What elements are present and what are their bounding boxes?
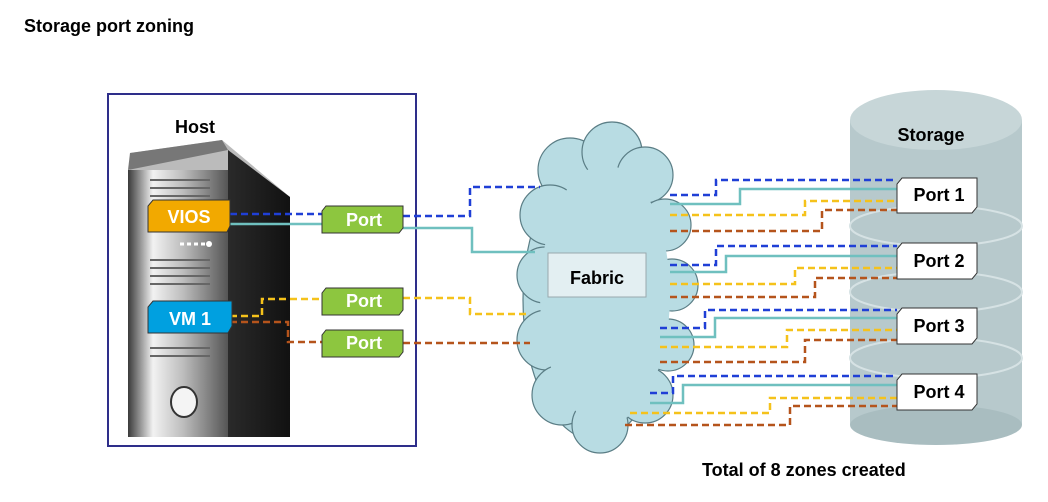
svg-text:Port 3: Port 3 [913,316,964,336]
host-port-2: Port [321,287,404,316]
svg-text:Port 4: Port 4 [913,382,964,402]
storage-port-2: Port 2 [896,242,978,280]
storage-port-1: Port 1 [896,177,978,214]
vios-badge [147,199,231,233]
vm-badge [147,300,233,334]
fabric-label: Fabric [570,268,624,288]
svg-text:Port: Port [346,210,382,230]
svg-text:Port: Port [346,333,382,353]
storage-label: Storage [897,125,964,145]
storage-port-3: Port 3 [896,307,978,345]
host-port-3: Port [321,329,404,358]
vm-label: VM 1 [169,309,211,329]
page-title: Storage port zoning [24,16,194,36]
svg-text:Port: Port [346,291,382,311]
vios-label: VIOS [167,207,210,227]
host-connections [230,185,540,345]
svg-text:Port 2: Port 2 [913,251,964,271]
server-tower-icon [128,140,290,437]
host-port-1: Port [321,205,404,234]
host-label: Host [175,117,215,137]
storage-port-4: Port 4 [896,373,978,411]
svg-text:Port 1: Port 1 [913,185,964,205]
storage-connections [625,178,897,427]
zones-summary: Total of 8 zones created [702,460,906,480]
fabric-label-box [547,252,647,298]
